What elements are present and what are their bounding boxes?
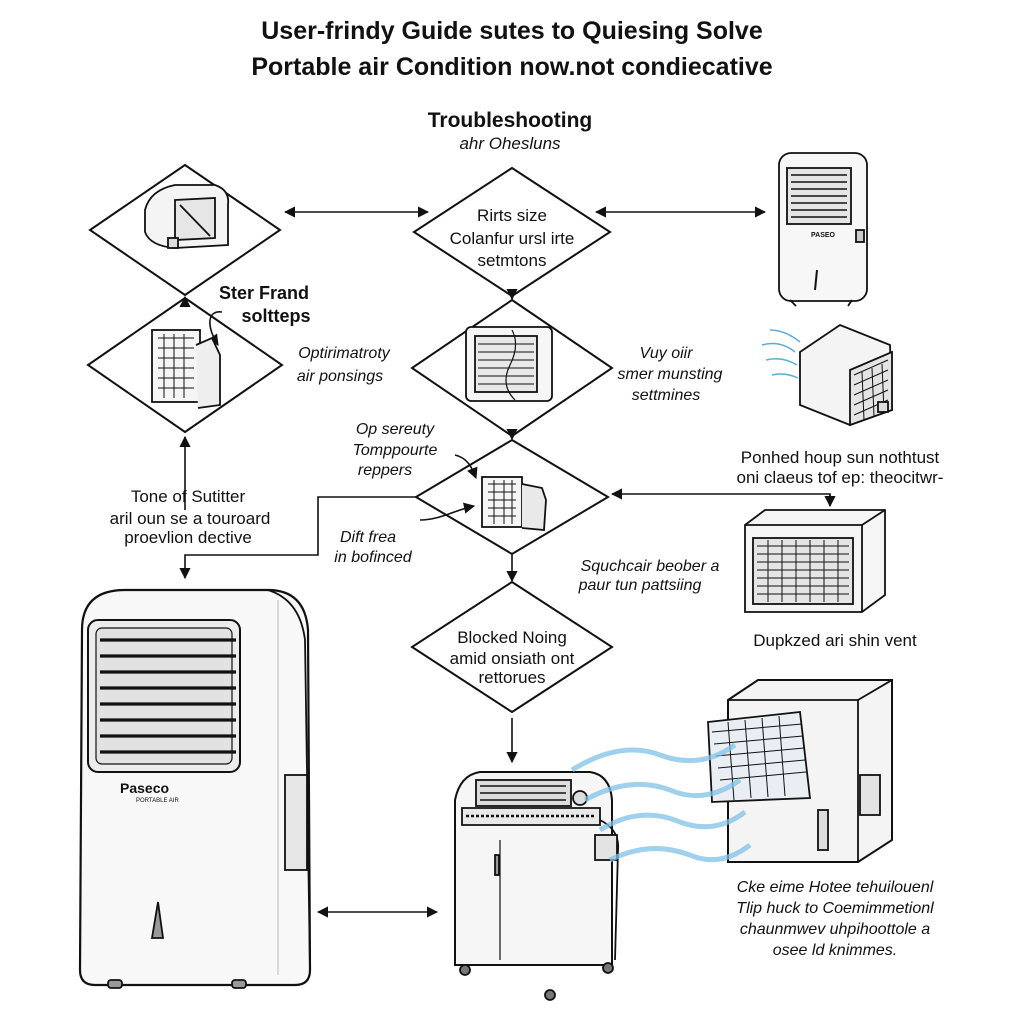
filter-unit-icon: [151, 329, 221, 409]
diamond-middle-left: [86, 296, 284, 434]
heading-main: Troubleshooting: [427, 109, 593, 132]
filter-cabinet-icon: [744, 509, 886, 613]
dupkzed-label: Dupkzed ari shin vent: [753, 631, 917, 650]
arrow-dift-frea: [419, 502, 476, 521]
cabinet-airflow-icon: [570, 679, 893, 863]
arrow-ster-frand: [207, 311, 223, 346]
left-note-line-1: Tone of Sutitter: [130, 487, 246, 506]
ster-frand-line-1: Ster Frand: [218, 283, 310, 303]
node-top-line-2: Colanfur ursl irte: [449, 229, 575, 248]
node-bottom-line-1: Blocked Noing: [457, 628, 567, 647]
compact-ac-icon: [481, 476, 547, 531]
arrow-right-center: [610, 488, 831, 505]
node-middle-right-line-3: settmines: [631, 387, 701, 404]
node-center-left-lower-line-2: in bofinced: [334, 549, 412, 566]
node-center-left-line-3: reppers: [357, 462, 413, 479]
node-middle-right-line-1: Vuy oiir: [639, 345, 693, 362]
arrow-op-sereuty: [454, 454, 478, 480]
node-center-left-line-2: Tomppourte: [352, 442, 438, 459]
right-note-line-1: Ponhed houp sun nothtust: [740, 448, 940, 467]
right-note-line-2: oni claeus tof ep: theocitwr-: [736, 468, 944, 487]
node-top-line-1: Rirts size: [477, 206, 547, 225]
bottom-right-note-line-2: Tlip huck to Coemimmetionl: [736, 900, 934, 917]
title-line-2: Portable air Condition now.not condiecat…: [251, 53, 773, 81]
node-center-left-lower-line-1: Dift frea: [339, 529, 396, 546]
arrow-center-left: [179, 496, 416, 580]
node-middle-left-line-2: air ponsings: [296, 368, 384, 385]
title-line-1: User-frindy Guide sutes to Quiesing Solv…: [261, 17, 763, 45]
left-note-line-2: aril oun se a touroard: [109, 509, 271, 528]
bottom-right-note-line-4: osee ld knimmes.: [772, 942, 898, 959]
heading-sub: ahr Ohesluns: [459, 134, 561, 153]
squch-note-line-2: paur tun pattsiing: [578, 577, 702, 594]
small-unit-brand: PASEO: [811, 232, 835, 239]
large-unit-model: PORTABLE AIR: [136, 798, 179, 804]
node-center-left-line-1: Op sereuty: [355, 421, 435, 438]
node-bottom-line-3: rettorues: [478, 668, 546, 687]
squch-note-line-1: Squchcair beober a: [580, 558, 720, 575]
portable-ac-bottom-icon: [454, 771, 620, 1001]
node-top-line-3: setmtons: [477, 251, 547, 270]
window-ac-icon: [465, 326, 553, 402]
window-unit-breeze-icon: [761, 323, 893, 427]
filter-part-icon: [144, 184, 230, 249]
diamond-bottom: [410, 580, 614, 714]
bottom-right-note-line-1: Cke eime Hotee tehuilouenl: [736, 879, 934, 896]
ster-frand-line-2: soltteps: [241, 306, 311, 326]
diamond-top-left: [88, 163, 282, 297]
portable-ac-large-icon: [78, 588, 312, 989]
node-middle-left-line-1: Optirimatroty: [298, 345, 390, 362]
large-unit-brand: Paseco: [120, 780, 170, 796]
left-note-line-3: proevlion dective: [124, 528, 252, 547]
node-middle-right-line-2: smer munsting: [617, 366, 723, 383]
portable-ac-small-icon: [778, 152, 868, 307]
bottom-right-note-line-3: chaunmwev uhpihoottole a: [739, 921, 931, 938]
node-bottom-line-2: amid onsiath ont: [449, 649, 575, 668]
